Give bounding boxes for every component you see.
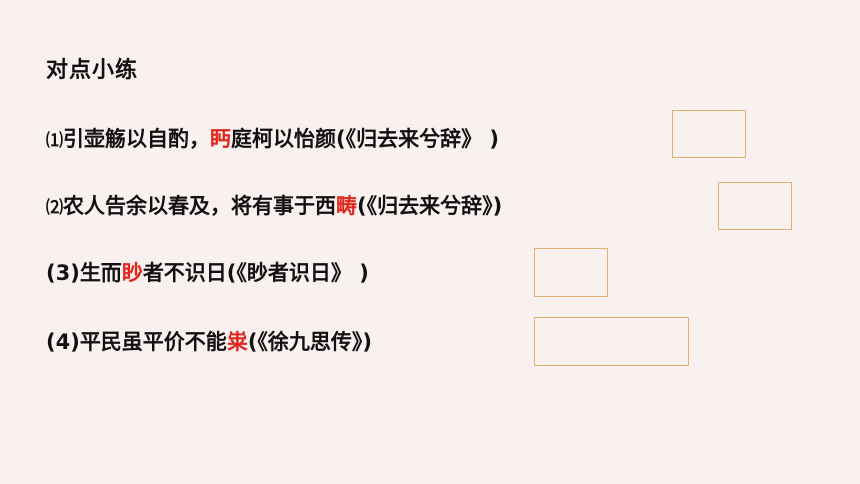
item-text-after: (《归去来兮辞》) — [357, 194, 503, 218]
highlight-char: 眄 — [210, 127, 231, 151]
exercise-line-1: ⑴引壶觞以自酌，眄庭柯以怡颜(《归去来兮辞》 ) — [46, 124, 499, 156]
item-text-after: 者不识日(《眇者识日》 ) — [142, 261, 369, 285]
item-text-after: 庭柯以怡颜(《归去来兮辞》 ) — [231, 127, 500, 151]
highlight-char: 畴 — [336, 194, 357, 218]
item-text-before: 生而 — [79, 261, 122, 285]
exercise-line-2: ⑵农人告余以春及，将有事于西畴(《归去来兮辞》) — [46, 191, 502, 223]
answer-box-4[interactable] — [534, 317, 689, 366]
item-number: (4) — [46, 330, 80, 354]
item-text-before: 引壶觞以自酌， — [63, 127, 210, 151]
answer-box-1[interactable] — [672, 110, 746, 158]
item-text-before: 平民虽平价不能 — [79, 330, 227, 354]
item-number: ⑵ — [46, 198, 63, 218]
answer-box-3[interactable] — [534, 248, 608, 297]
exercise-line-3: (3)生而眇者不识日(《眇者识日》 ) — [46, 258, 369, 288]
item-number: (3) — [46, 261, 80, 285]
highlight-char: 眇 — [121, 261, 143, 285]
item-text-after: (《徐九思传》) — [247, 330, 373, 354]
item-text-before: 农人告余以春及，将有事于西 — [63, 194, 336, 218]
exercise-line-4: (4)平民虽平价不能粜(《徐九思传》) — [46, 327, 372, 357]
slide-heading: 对点小练 — [46, 58, 139, 83]
answer-box-2[interactable] — [718, 182, 792, 230]
highlight-char: 粜 — [226, 330, 248, 354]
item-number: ⑴ — [46, 131, 63, 151]
